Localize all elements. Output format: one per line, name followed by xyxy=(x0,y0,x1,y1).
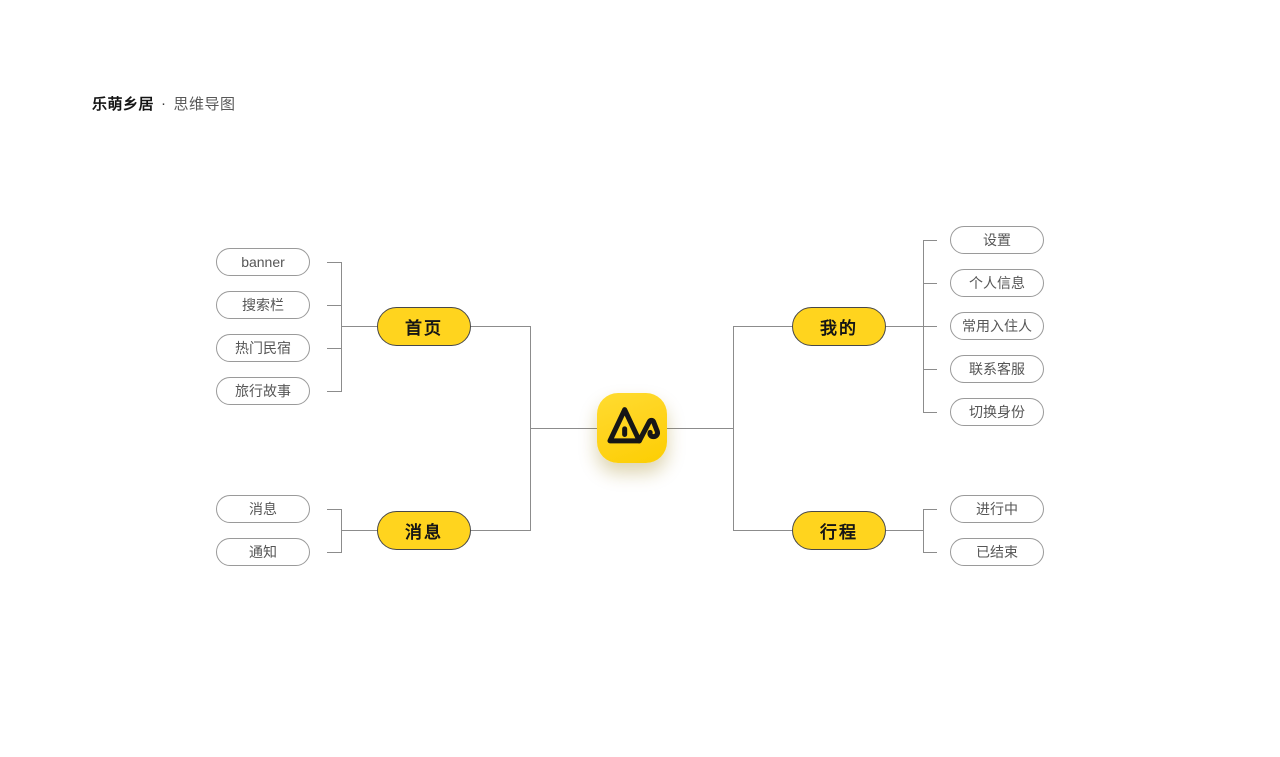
brand-name: 乐萌乡居 xyxy=(92,96,155,113)
node-travel-stories: 旅行故事 xyxy=(216,377,310,405)
connector-line xyxy=(886,530,923,531)
connector-line xyxy=(341,530,377,531)
connector-line xyxy=(923,326,937,327)
connector-line xyxy=(341,509,342,553)
node-search-bar: 搜索栏 xyxy=(216,291,310,319)
title-subtitle: 思维导图 xyxy=(173,96,236,113)
node-mine: 我的 xyxy=(792,307,886,346)
title-separator: · xyxy=(161,95,167,112)
connector-line xyxy=(327,305,341,306)
connector-line xyxy=(327,348,341,349)
connector-line xyxy=(923,412,937,413)
connector-line xyxy=(923,283,937,284)
connector-line xyxy=(341,326,377,327)
node-trips: 行程 xyxy=(792,511,886,550)
node-contact-support: 联系客服 xyxy=(950,355,1044,383)
connector-line xyxy=(470,326,530,327)
node-frequent-guests: 常用入住人 xyxy=(950,312,1044,340)
connector-line xyxy=(923,552,937,553)
node-settings: 设置 xyxy=(950,226,1044,254)
node-messages: 消息 xyxy=(377,511,471,550)
connector-line xyxy=(341,262,342,392)
connector-line xyxy=(923,509,937,510)
connector-line xyxy=(327,391,341,392)
connector-line xyxy=(886,326,923,327)
node-popular-homestay: 热门民宿 xyxy=(216,334,310,362)
connector-line xyxy=(733,530,792,531)
connector-line xyxy=(733,326,734,531)
app-logo-triangle-icon xyxy=(607,407,660,444)
connector-line xyxy=(923,509,924,553)
page-title: 乐萌乡居 · 思维导图 xyxy=(92,93,236,114)
node-in-progress: 进行中 xyxy=(950,495,1044,523)
node-home: 首页 xyxy=(377,307,471,346)
node-profile-info: 个人信息 xyxy=(950,269,1044,297)
node-banner: banner xyxy=(216,248,310,276)
node-message: 消息 xyxy=(216,495,310,523)
connector-line xyxy=(327,509,341,510)
node-switch-role: 切换身份 xyxy=(950,398,1044,426)
connector-line xyxy=(327,262,341,263)
connector-line xyxy=(530,428,597,429)
connector-line xyxy=(470,530,530,531)
connector-line xyxy=(327,552,341,553)
node-notification: 通知 xyxy=(216,538,310,566)
connector-line xyxy=(923,369,937,370)
node-ended: 已结束 xyxy=(950,538,1044,566)
connector-line xyxy=(667,428,733,429)
app-logo-icon xyxy=(597,393,667,463)
connector-line xyxy=(733,326,792,327)
connector-line xyxy=(923,240,937,241)
